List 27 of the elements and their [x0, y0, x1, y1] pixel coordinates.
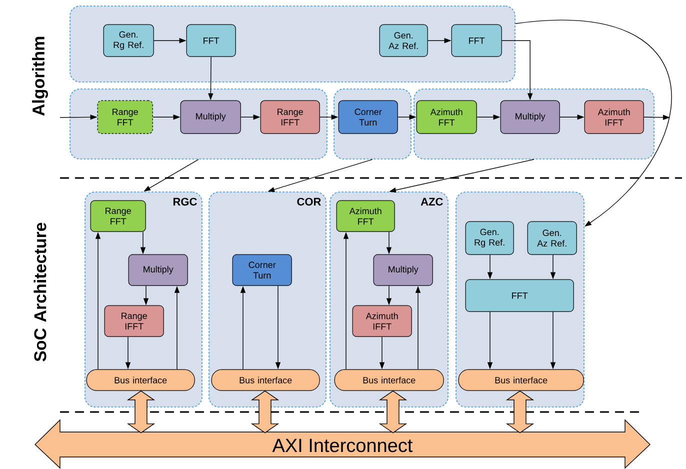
process-box: Gen. Az Ref.: [527, 221, 577, 255]
bus-interface-box: Bus interface: [86, 369, 195, 391]
section-label: Algorithm: [32, 36, 48, 116]
process-box: Azimuth IFFT: [584, 100, 644, 134]
process-box: Corner Turn: [232, 254, 292, 286]
process-box: Multiply: [180, 100, 241, 134]
process-box: FFT: [465, 279, 574, 312]
process-box: Azimuth FFT: [336, 200, 395, 232]
process-box: Multiply: [373, 254, 433, 286]
process-box: Azimuth IFFT: [352, 305, 412, 337]
process-box: Gen. Az Ref.: [379, 24, 428, 57]
bus-interface-box: Bus interface: [334, 369, 444, 391]
process-box: Azimuth FFT: [416, 100, 477, 134]
bus-interface-box: Bus interface: [458, 369, 584, 391]
process-box: FFT: [186, 24, 236, 57]
bus-interface-box: Bus interface: [211, 369, 320, 391]
process-box: Range IFFT: [260, 100, 320, 134]
process-box: Gen. Rg Ref.: [465, 221, 514, 255]
process-box: Multiply: [500, 100, 560, 134]
section-label: SoC Architecture: [34, 222, 46, 362]
process-box: Range FFT: [97, 100, 153, 134]
process-box: Corner Turn: [338, 100, 398, 134]
process-box: Gen. Rg Ref.: [103, 24, 154, 57]
process-box: FFT: [451, 24, 502, 57]
process-box: Range FFT: [90, 200, 146, 232]
process-box: Multiply: [128, 254, 188, 286]
process-box: Range IFFT: [104, 305, 164, 337]
